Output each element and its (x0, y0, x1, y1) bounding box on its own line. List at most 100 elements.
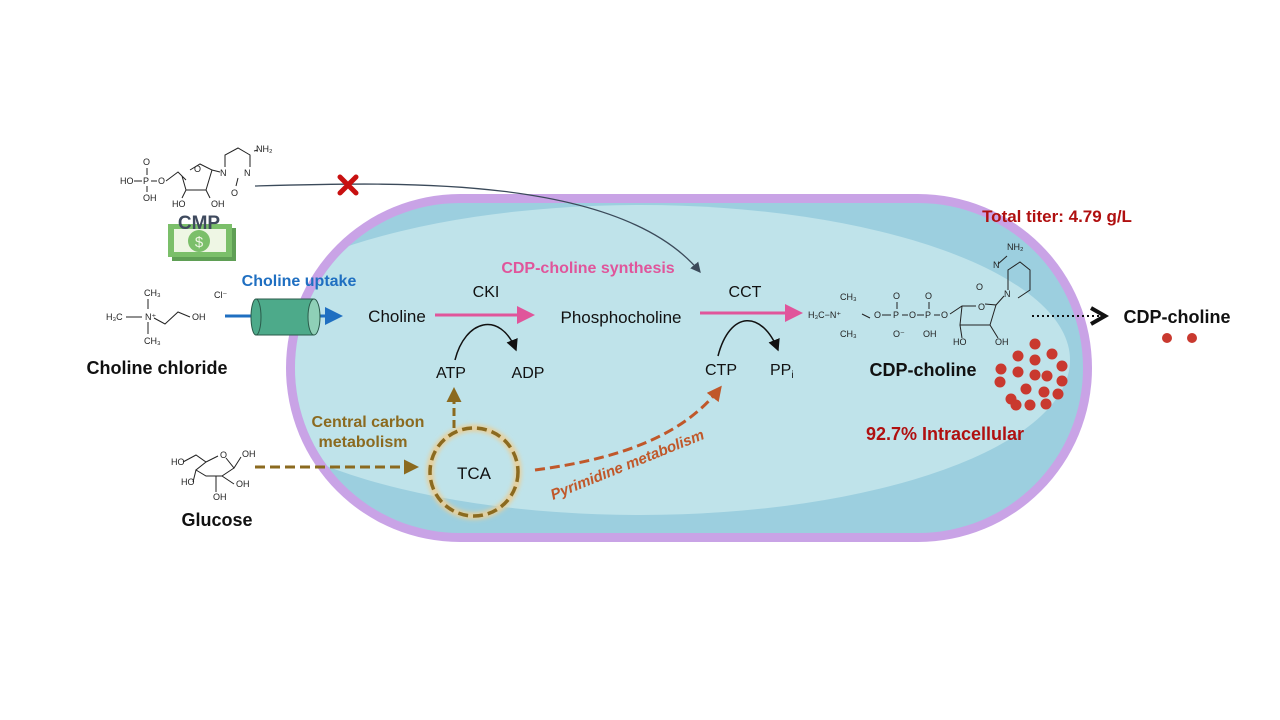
atom: H₃C (106, 312, 123, 322)
atom: N (1004, 289, 1011, 299)
atom: O (909, 310, 916, 320)
atom: HO (953, 337, 967, 347)
ppi-label: PPi (770, 362, 794, 381)
secreted-cdp-choline-label: CDP-choline (1123, 307, 1230, 327)
cdp-choline-dot (994, 376, 1006, 388)
atom: N (244, 168, 251, 178)
atom: P (893, 310, 899, 320)
dollar-symbol: $ (195, 234, 204, 251)
intracellular-percent-label: 92.7% Intracellular (866, 424, 1024, 444)
ctp-ppi-arrow (717, 320, 780, 357)
atom: OH (923, 329, 937, 339)
cdp-choline-dot (1029, 338, 1041, 350)
atom: OH (192, 312, 206, 322)
central-carbon-label-2: metabolism (319, 434, 408, 451)
red-cross-icon (337, 174, 359, 196)
atom: CH₃ (840, 329, 857, 339)
atom: HO (172, 199, 186, 209)
intracellular-cdp-choline-dots (994, 338, 1068, 411)
atom: HO (120, 176, 134, 186)
atom: O (231, 188, 238, 198)
atom: N (993, 260, 1000, 270)
cdp-choline-dot (1040, 398, 1052, 410)
ppi-text: PP (770, 362, 791, 379)
atom: CH₃ (144, 288, 161, 298)
cdp-choline-dot (1029, 369, 1041, 381)
cdp-choline-dot (1052, 388, 1064, 400)
atom: O (941, 310, 948, 320)
atom: P (143, 176, 149, 186)
pyrimidine-metabolism-arrow (534, 385, 722, 472)
choline-chloride-structure: CH₃ H₃C N⁺ OH CH₃ Cl⁻ (106, 288, 227, 346)
cdp-choline-synthesis-label: CDP-choline synthesis (501, 260, 674, 277)
total-titer-label: Total titer: 4.79 g/L (982, 207, 1132, 226)
atom: HO (171, 457, 185, 467)
atom: OH (211, 199, 225, 209)
atom: NH₂ (256, 144, 273, 154)
cdp-choline-dot (1012, 350, 1024, 362)
cdp-choline-dot (1046, 348, 1058, 360)
cdp-choline-dot (1038, 386, 1050, 398)
atp-adp-arrow (454, 323, 518, 361)
glucose-structure: HO O OH HO OH OH (171, 449, 256, 502)
cct-enzyme-label: CCT (729, 284, 762, 301)
atom: N⁺ (145, 312, 156, 322)
atom: CH₃ (144, 336, 161, 346)
atom: O (925, 291, 932, 301)
cdp-choline-dot (1024, 399, 1036, 411)
atom: O (874, 310, 881, 320)
cdp-choline-dot (1056, 375, 1068, 387)
atom: OH (143, 193, 157, 203)
cdp-choline-dot (995, 363, 1007, 375)
atom: P (925, 310, 931, 320)
cdp-choline-dot (1020, 383, 1032, 395)
atom: HO (181, 477, 195, 487)
atom: O (976, 282, 983, 292)
cdp-choline-dot (1012, 366, 1024, 378)
atom: O (143, 157, 150, 167)
atom: O (158, 176, 165, 186)
atom: CH₃ (840, 292, 857, 302)
atom: O (893, 291, 900, 301)
cdp-choline-dot (1029, 354, 1041, 366)
cell (286, 194, 1092, 542)
cmp-structure: HO P O O OH O N N O NH₂ HO OH (120, 144, 273, 209)
atp-label: ATP (436, 365, 466, 382)
secreted-dot (1187, 333, 1197, 343)
central-carbon-label: Central carbon (312, 414, 425, 431)
cdp-choline-label: CDP-choline (869, 360, 976, 380)
cki-enzyme-label: CKI (473, 284, 500, 301)
glucose-label: Glucose (181, 510, 252, 530)
tca-label: TCA (457, 464, 492, 483)
atom: NH₂ (1007, 242, 1024, 252)
ppi-subscript: i (791, 370, 793, 381)
cdp-choline-dot (1041, 370, 1053, 382)
cmp-label: CMP (178, 213, 221, 234)
ctp-label: CTP (705, 362, 737, 379)
atom: O (978, 302, 985, 312)
cell-inner-region (295, 205, 1070, 515)
choline-label: Choline (368, 307, 426, 326)
atom: O⁻ (893, 329, 905, 339)
atom: OH (213, 492, 227, 502)
atom: O (194, 164, 201, 174)
chloride-ion: Cl⁻ (214, 290, 227, 300)
cdp-choline-structure: CH₃ H₃C−N⁺ CH₃ O P O O⁻ O P O OH O O N N… (808, 242, 1031, 347)
dollar-bill-icon: $ (168, 224, 236, 261)
atom: OH (242, 449, 256, 459)
phosphocholine-label: Phosphocholine (561, 308, 682, 327)
cdp-choline-dot (1056, 360, 1068, 372)
choline-uptake-label: Choline uptake (242, 273, 357, 290)
cmp-uptake-arrow (254, 183, 701, 274)
secreted-dot (1162, 333, 1172, 343)
adp-label: ADP (512, 365, 545, 382)
transporter-icon (250, 298, 321, 336)
atom: O (220, 450, 227, 460)
choline-chloride-label: Choline chloride (86, 358, 227, 378)
atom: H₃C−N⁺ (808, 310, 841, 320)
atom: OH (995, 337, 1009, 347)
atom: OH (236, 479, 250, 489)
cdp-choline-dot (1010, 399, 1022, 411)
atom: N (220, 168, 227, 178)
